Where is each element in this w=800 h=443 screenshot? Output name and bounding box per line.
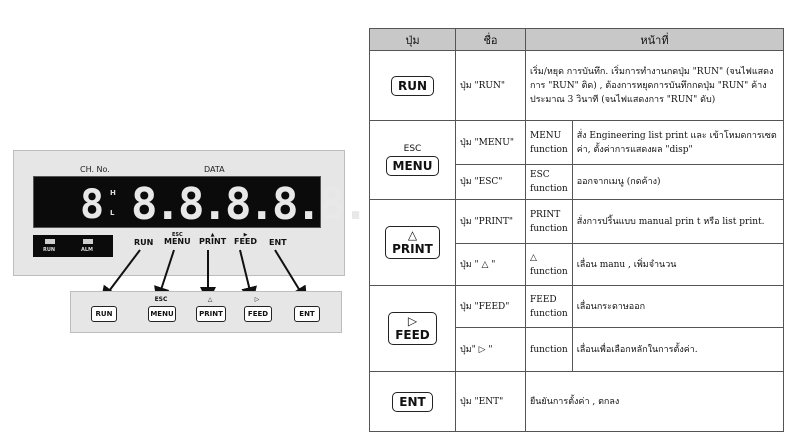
print-key-label: PRINT [392,242,433,256]
header-name: ชื่อ [455,28,526,51]
cell-name: ปุ่ม" ▷ " [455,327,526,372]
panel-run-key-label: RUN [134,238,154,247]
arrow-feed [239,249,257,303]
cell-name: ปุ่ม " △ " [455,243,526,286]
button-strip: RUN ESC MENU △ PRINT ▷ FEED ENT [70,291,342,333]
l-indicator: L [110,209,115,217]
arrow-run [100,249,141,303]
table-row: △ PRINT ปุ่ม "PRINT" PRINT function สั่ง… [369,199,785,286]
arrow-menu [154,249,175,303]
panel-menu-key[interactable]: ESC MENU [164,232,191,249]
strip-feed-button[interactable]: FEED [244,306,272,322]
up-triangle-icon: ▲ [210,232,215,238]
panel-run-key[interactable]: RUN [134,236,154,250]
panel-esc-label: ESC [171,232,183,238]
table-row: ESC MENU ปุ่ม "MENU" MENU function สั่ง … [369,120,785,200]
cell-key: ▷ FEED [369,285,456,372]
run-led [45,239,55,244]
cell-fn: MENU function [525,120,573,165]
header-button: ปุ่ม [369,28,456,51]
right-triangle-icon: ▷ [407,314,418,328]
recorder-front-panel: CH. No. DATA 8 H L 8.8.8.8.8. RUN ALM RU… [13,150,369,276]
cell-key: RUN [369,50,456,121]
cell-desc: สั่ง Engineering list print และ เข้าโหมด… [571,120,785,165]
alm-led [83,239,93,244]
table-row: ปุ่ม "ESC" ESC function ออกจากเมนู (กดค้… [370,164,785,200]
ch-no-label: CH. No. [80,165,110,174]
cell-fn: ESC function [525,164,573,200]
cell-fn: △ function [525,243,573,286]
table-row: ปุ่ม" ▷ " function เลื่อนเพื่อเลือกหลักใ… [370,327,785,372]
panel-feed-key-label: FEED [234,237,258,246]
cell-key: ESC MENU [369,120,456,200]
panel-ent-key-label: ENT [269,238,287,247]
data-digits: 8.8.8.8.8. [131,179,369,230]
h-indicator: H [110,189,116,197]
strip-ent-button[interactable]: ENT [294,306,320,322]
run-key: RUN [390,75,435,96]
button-function-table: ปุ่ม ชื่อ หน้าที่ RUN ปุ่ม "RUN" เริ่ม/ห… [369,28,785,432]
table-row: ▷ FEED ปุ่ม "FEED" FEED function เลื่อนก… [369,285,785,372]
cell-fn: FEED function [525,285,573,328]
callout-arrows [100,249,308,303]
right-triangle-icon: ▶ [243,232,248,238]
cell-name: ปุ่ม "PRINT" [455,199,526,244]
panel-print-key[interactable]: ▲ PRINT [199,232,227,249]
menu-key: MENU [385,156,440,176]
cell-name: ปุ่ม "ENT" [455,371,526,432]
panel-ent-key[interactable]: ENT [269,236,287,250]
table-header-row: ปุ่ม ชื่อ หน้าที่ [369,28,784,51]
header-function: หน้าที่ [525,28,784,51]
panel-feed-key[interactable]: ▶ FEED [234,232,258,249]
ent-key: ENT [392,391,433,412]
alm-led-label: ALM [81,247,94,253]
table-row: ENT ปุ่ม "ENT" ยืนยันการตั้งค่า , ตกลง [369,371,784,432]
seven-segment-display: 8 H L 8.8.8.8.8. [33,176,369,230]
feed-key-label: FEED [395,328,430,342]
strip-print-button[interactable]: PRINT [196,306,226,322]
cell-name: ปุ่ม "ESC" [455,164,526,200]
cell-desc: เริ่ม/หยุด การบันทึก. เริ่มการทำงานกดปุ่… [525,50,784,121]
cell-desc: สั่งการปริ้นแบบ manual prin t หรือ list … [571,199,785,244]
cell-fn: PRINT function [525,199,573,244]
panel-menu-key-label: MENU [164,237,191,246]
table-row: RUN ปุ่ม "RUN" เริ่ม/หยุด การบันทึก. เริ… [369,50,784,121]
data-label: DATA [204,165,225,174]
cell-name: ปุ่ม "RUN" [455,50,526,121]
feed-key: ▷ FEED [388,312,437,345]
strip-esc-label: ESC [154,296,168,303]
cell-desc: ออกจากเมนู (กดค้าง) [571,164,785,200]
strip-run-button[interactable]: RUN [91,306,117,322]
cell-key: ENT [369,371,456,432]
up-triangle-icon: △ [407,228,418,242]
right-triangle-icon: ▷ [254,296,260,303]
up-triangle-icon: △ [207,296,213,303]
run-led-label: RUN [43,247,56,253]
print-key: △ PRINT [385,226,440,259]
strip-menu-button[interactable]: MENU [148,306,176,322]
esc-key-label: ESC [403,144,422,154]
panel-print-key-label: PRINT [199,237,227,246]
cell-desc: ยืนยันการตั้งค่า , ตกลง [525,371,784,432]
cell-fn: function [525,327,573,372]
cell-key: △ PRINT [369,199,456,286]
cell-name: ปุ่ม "FEED" [455,285,526,328]
cell-desc: เลื่อนกระดาษออก [571,285,785,328]
status-led-block: RUN ALM [33,235,113,257]
channel-digit: 8 [80,182,105,228]
cell-desc: เลื่อนเพื่อเลือกหลักในการตั้งค่า. [571,327,785,372]
arrow-ent [274,249,308,303]
cell-desc: เลื่อน manu , เพิ่มจำนวน [571,243,785,286]
cell-name: ปุ่ม "MENU" [455,120,526,165]
